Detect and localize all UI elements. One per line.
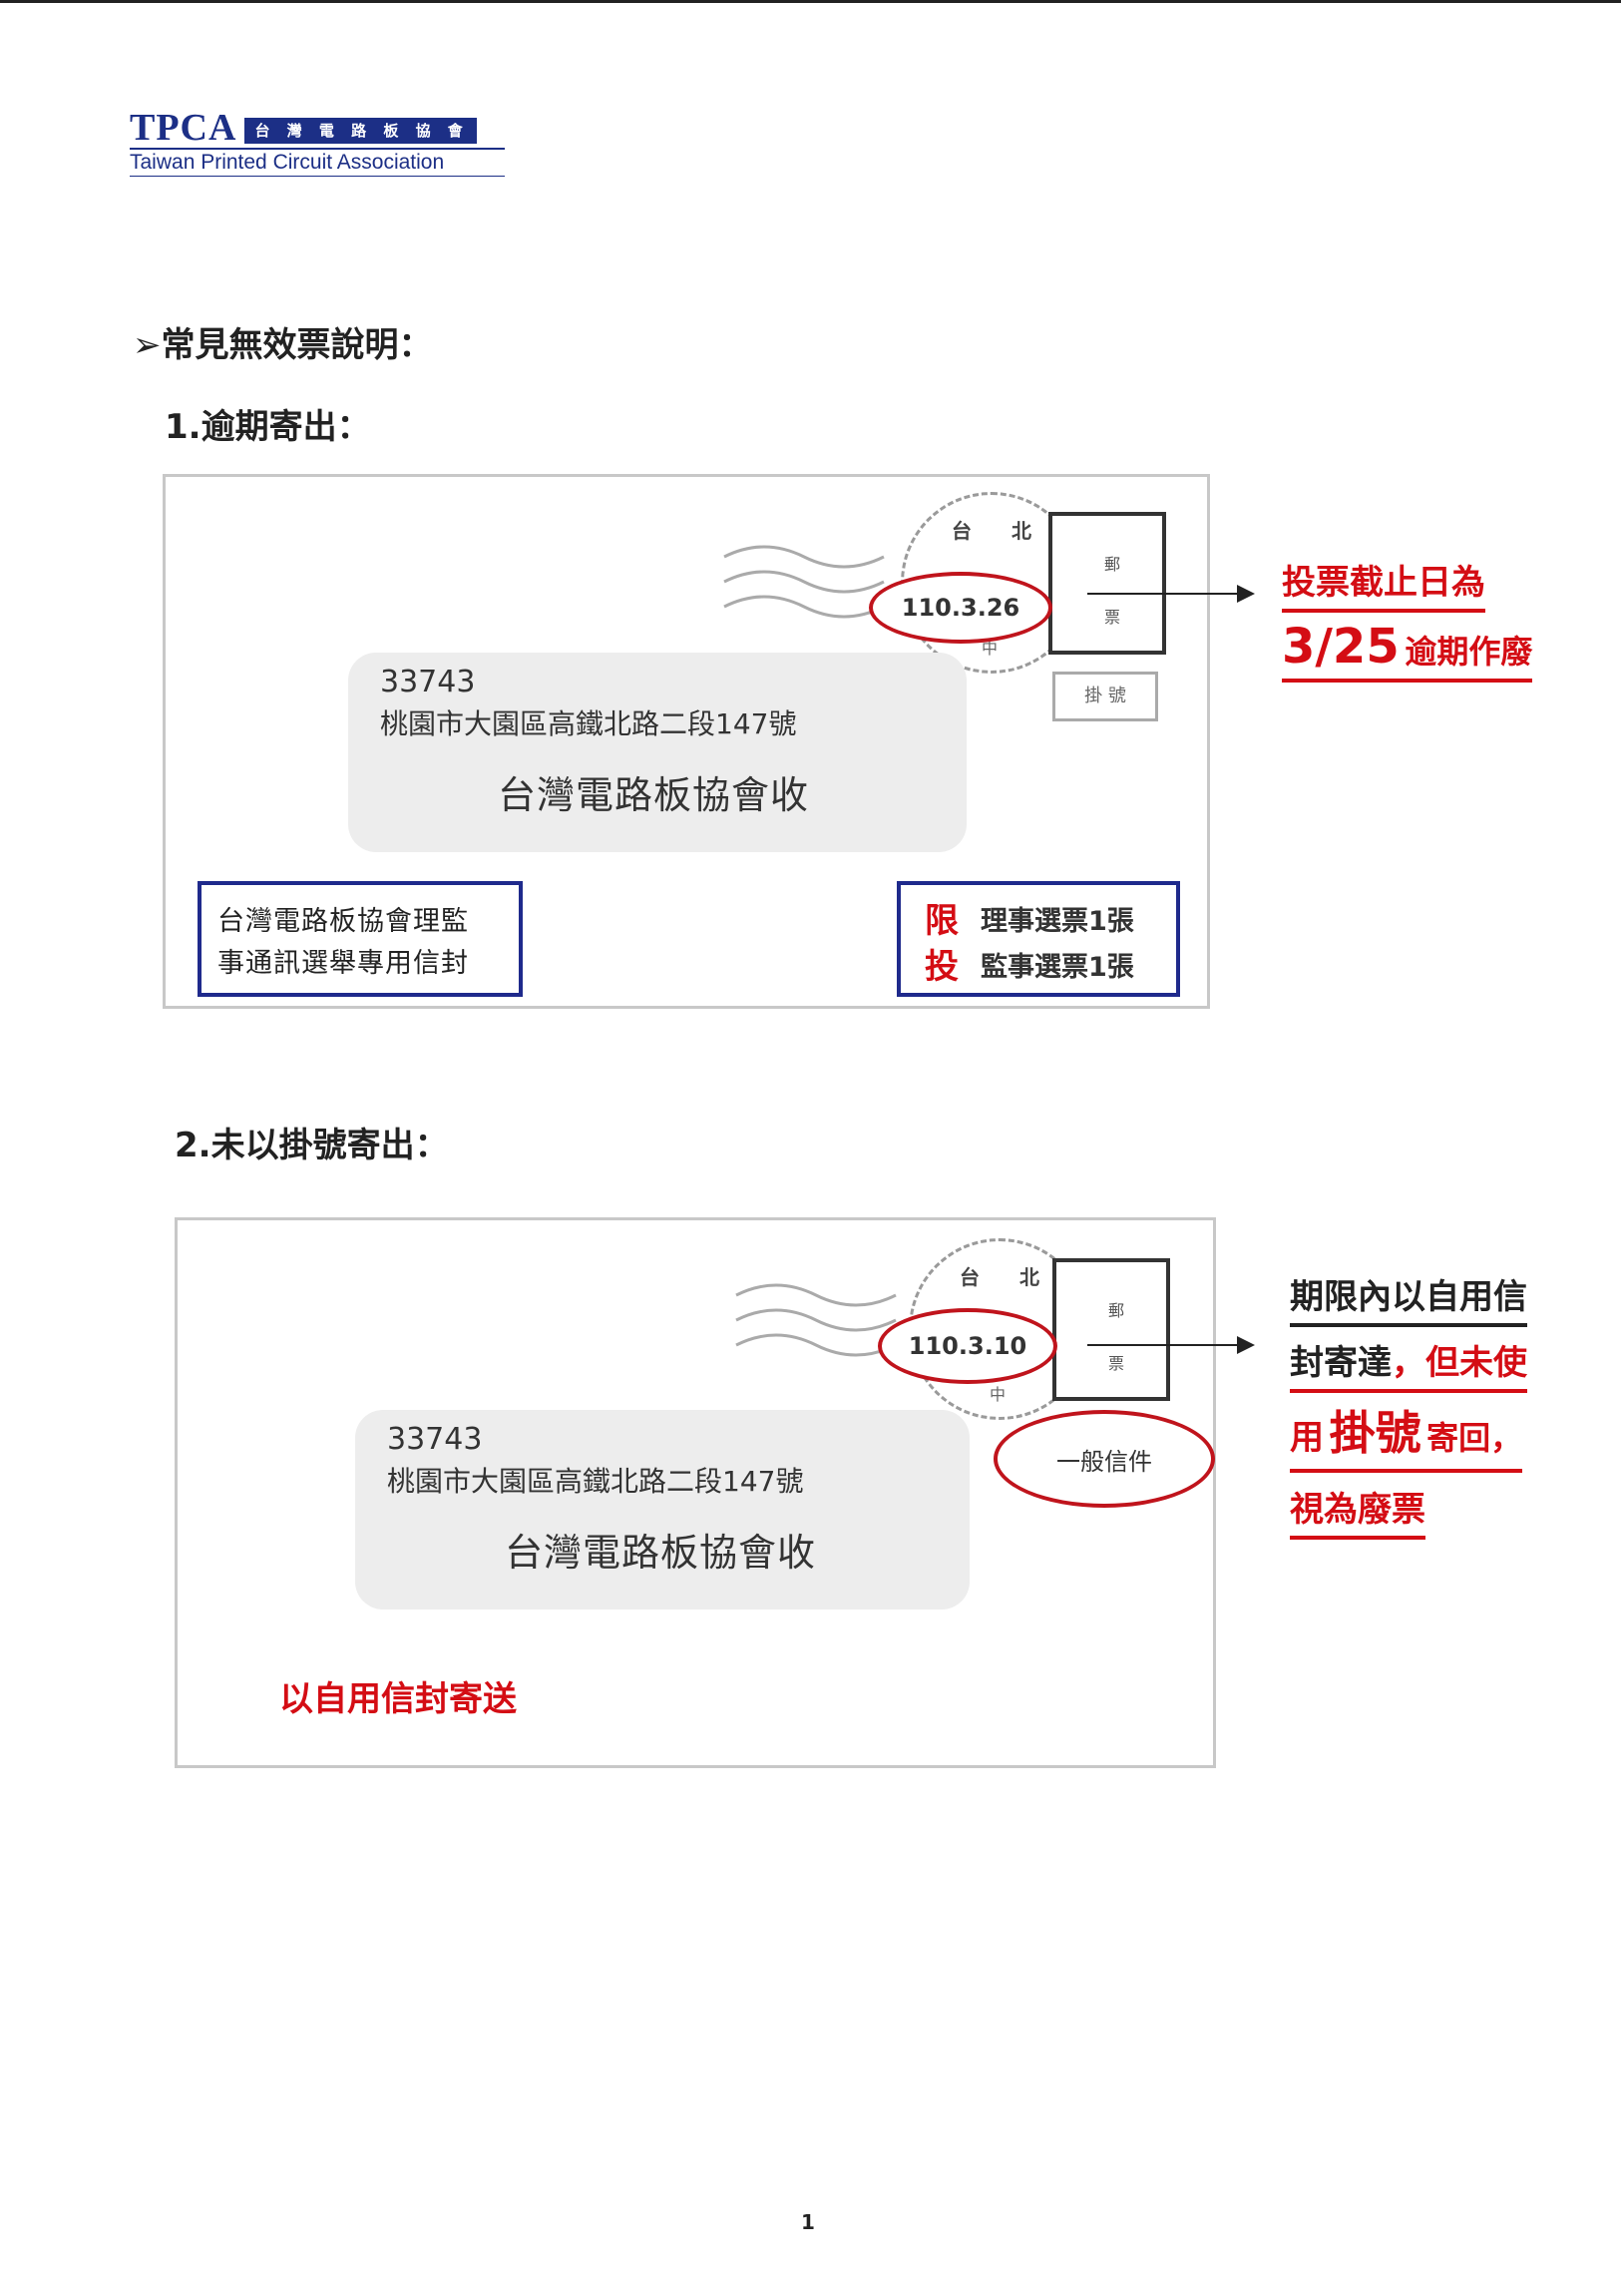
street-address: 桃園市大園區高鐵北路二段147號	[380, 707, 797, 740]
general-mail-oval: 一般信件	[994, 1410, 1215, 1508]
postage-stamp-2: 郵 票	[1052, 1258, 1170, 1401]
address-block: 33743 桃園市大園區高鐵北路二段147號 台灣電路板協會收	[348, 653, 967, 852]
postmark-char-2: 北	[1012, 519, 1031, 543]
right-box-char-2: 投	[925, 947, 959, 987]
logo-rule	[130, 148, 505, 150]
logo-english: Taiwan Printed Circuit Association	[130, 151, 445, 174]
note2-registered: 掛號	[1329, 1406, 1421, 1460]
note2-line2a: 封寄達	[1290, 1343, 1392, 1383]
arrow-head-2	[1237, 1336, 1255, 1354]
logo-abbr: TPCA	[130, 107, 237, 149]
left-box-line-1: 台灣電路板協會理監	[217, 906, 469, 937]
stamp2-top-char: 郵	[1108, 1301, 1125, 1320]
postmark-char-3: 中	[982, 639, 999, 658]
section2-title: 2.未以掛號寄出：	[175, 1126, 449, 1165]
note2-line2: 封寄達，但未使	[1290, 1335, 1527, 1393]
postmark-date: 110.3.26	[901, 594, 1020, 622]
logo-rule-bottom	[130, 176, 505, 177]
zip-code: 33743	[380, 665, 476, 699]
postmark2-char-2: 北	[1019, 1265, 1039, 1289]
postmark-date-oval: 110.3.26	[869, 572, 1052, 644]
envelope-unregistered: 台 北 中 郵 票 110.3.10 一般信件 33743 桃園市大園區高鐵北路…	[175, 1217, 1216, 1768]
note2-line1: 期限內以自用信	[1290, 1269, 1527, 1327]
election-envelope-label: 台灣電路板協會理監 事通訊選舉專用信封	[198, 881, 523, 997]
arrow-line-1	[1087, 593, 1237, 595]
note2-line3: 用 掛號 寄回，	[1290, 1397, 1523, 1473]
right-box-char-1: 限	[925, 901, 959, 941]
stamp-top-char: 郵	[1104, 555, 1121, 574]
cancellation-waves	[723, 545, 885, 619]
registered-label: 掛 號	[1052, 672, 1158, 721]
top-rule	[0, 0, 1621, 3]
page-number: 1	[801, 2210, 815, 2234]
note2-line4: 視為廢票	[1290, 1482, 1425, 1540]
note2-line3a: 用	[1290, 1418, 1324, 1458]
note2-line2b: ，但未使	[1392, 1343, 1527, 1383]
stamp2-bottom-char: 票	[1108, 1354, 1125, 1373]
tpca-logo: TPCA 台 灣 電 路 板 協 會 Taiwan Printed Circui…	[130, 107, 505, 177]
own-envelope-label: 以自用信封寄送	[279, 1679, 517, 1719]
page-heading: ➢常見無效票說明：	[133, 325, 433, 365]
arrow-head-1	[1237, 585, 1255, 603]
zip-code-2: 33743	[387, 1422, 483, 1457]
arrow-line-2	[1087, 1344, 1237, 1346]
left-box-line-2: 事通訊選舉專用信封	[217, 948, 469, 979]
logo-chinese: 台 灣 電 路 板 協 會	[244, 118, 477, 144]
cancellation-waves-2	[735, 1283, 897, 1357]
deadline-date: 3/25	[1282, 619, 1400, 675]
postmark-date-oval-2: 110.3.10	[878, 1308, 1057, 1384]
note1-line1: 投票截止日為	[1282, 555, 1485, 613]
recipient-2: 台灣電路板協會收	[505, 1531, 817, 1575]
address-block-2: 33743 桃園市大園區高鐵北路二段147號 台灣電路板協會收	[355, 1410, 970, 1609]
postmark2-char-3: 中	[990, 1385, 1007, 1404]
street-address-2: 桃園市大園區高鐵北路二段147號	[387, 1465, 804, 1498]
postage-stamp: 郵 票	[1048, 512, 1166, 655]
general-mail-label: 一般信件	[1056, 1447, 1152, 1476]
ballot-count-label: 限 投 理事選票1張 監事選票1張	[897, 881, 1180, 997]
postmark2-char-1: 台	[960, 1265, 980, 1289]
postmark-date-2: 110.3.10	[908, 1332, 1027, 1360]
envelope-late: 台 北 中 郵 票 110.3.26 掛 號 33743 桃園市大園區高鐵北路二…	[163, 474, 1210, 1009]
section1-title: 1.逾期寄出：	[165, 407, 371, 447]
overdue-text: 逾期作廢	[1405, 633, 1533, 671]
note1-line2: 3/25 逾期作廢	[1282, 619, 1533, 683]
right-box-line-2: 監事選票1張	[981, 952, 1134, 983]
postmark-char-1: 台	[952, 519, 972, 543]
right-box-line-1: 理事選票1張	[981, 906, 1134, 937]
note2-line3c: 寄回，	[1426, 1419, 1523, 1457]
recipient: 台灣電路板協會收	[498, 773, 810, 817]
stamp-bottom-char: 票	[1104, 608, 1121, 627]
